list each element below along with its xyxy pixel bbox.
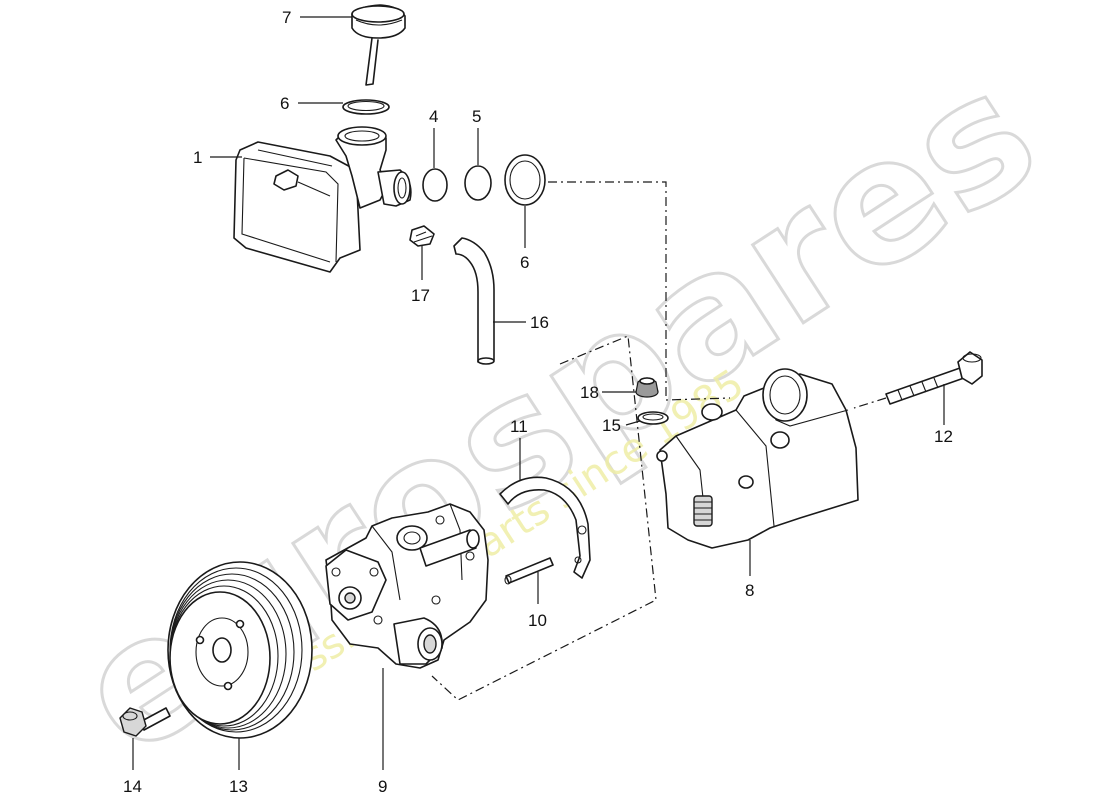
callout-12: 12 <box>934 427 953 446</box>
part-17-hose-clamp[interactable] <box>409 225 435 247</box>
callout-1: 1 <box>193 148 202 167</box>
part-12-bolt[interactable] <box>885 351 983 405</box>
part-15-seal-ring[interactable] <box>637 411 669 425</box>
part-16-suction-hose[interactable] <box>453 237 495 365</box>
callout-18: 18 <box>580 383 599 402</box>
callout-16: 16 <box>530 313 549 332</box>
part-18-cap[interactable] <box>635 377 659 398</box>
callout-6-top: 6 <box>280 94 289 113</box>
part-14-pulley-bolt[interactable] <box>119 707 171 737</box>
part-8-pump-bracket[interactable] <box>656 368 859 549</box>
callout-10: 10 <box>528 611 547 630</box>
assembly-outline <box>431 181 887 701</box>
part-6-seal-ring-top[interactable] <box>342 99 390 115</box>
callout-6-right: 6 <box>520 253 529 272</box>
callout-4: 4 <box>429 107 438 126</box>
part-5-seal-ring[interactable] <box>464 165 492 201</box>
callout-17: 17 <box>411 286 430 305</box>
part-11-mounting-strap[interactable] <box>499 476 591 579</box>
part-7-filler-cap[interactable] <box>351 4 406 86</box>
callout-7: 7 <box>282 8 291 27</box>
callout-14: 14 <box>123 777 142 796</box>
leader-lines <box>132 16 945 770</box>
callout-15: 15 <box>602 416 621 435</box>
callout-11: 11 <box>510 417 528 436</box>
callout-13: 13 <box>229 777 248 796</box>
part-9-power-steering-pump[interactable] <box>325 503 489 669</box>
part-6-seal-ring-right[interactable] <box>504 154 546 206</box>
callout-5: 5 <box>472 107 481 126</box>
part-1-fluid-reservoir[interactable] <box>233 126 412 273</box>
callout-labels: 7 6 1 4 5 6 17 16 18 15 11 12 8 10 9 13 … <box>123 8 953 796</box>
callout-9: 9 <box>378 777 387 796</box>
part-13-pulley[interactable] <box>167 561 313 739</box>
part-4-seal-ring[interactable] <box>422 168 448 202</box>
part-10-dowel-pin[interactable] <box>504 557 554 585</box>
callout-8: 8 <box>745 581 754 600</box>
